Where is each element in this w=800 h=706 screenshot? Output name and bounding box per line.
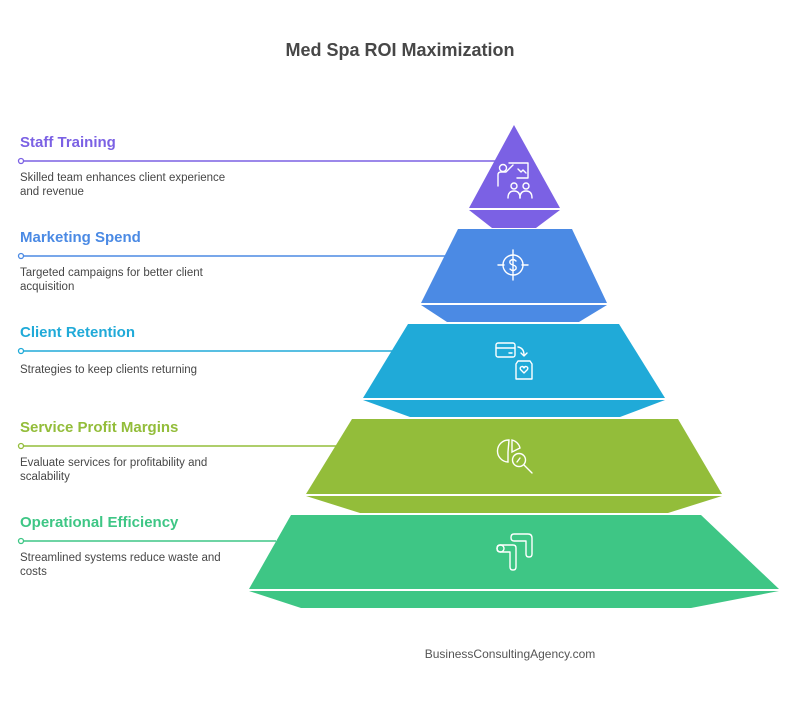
tier-description: Skilled team enhances client experience … (20, 172, 226, 198)
dollar-target-icon (497, 249, 529, 281)
leader-lines (17, 157, 500, 545)
tier-heading: Client Retention (20, 324, 135, 341)
tier-front-face (469, 125, 560, 208)
diagram-title: Med Spa ROI Maximization (285, 40, 515, 60)
tier-front-face (363, 324, 665, 398)
tier-under-face (249, 591, 779, 608)
tier-heading: Operational Efficiency (20, 514, 179, 531)
tier-under-face (306, 496, 722, 513)
leader-dot-client-retention (17, 347, 25, 355)
tier-under-face (421, 305, 607, 322)
tier-description: Targeted campaigns for better client acq… (20, 267, 203, 293)
tier-description: Evaluate services for profitability and … (20, 457, 208, 483)
tier-under-face (363, 400, 665, 417)
footer-source: BusinessConsultingAgency.com (424, 647, 596, 661)
card-to-bag-heart-icon (495, 342, 533, 380)
tier-front-face (249, 515, 779, 589)
tier-description: Streamlined systems reduce waste and cos… (20, 552, 221, 578)
leader-dot-marketing-spend (17, 252, 25, 260)
tier-description: Strategies to keep clients returning (20, 364, 198, 376)
tier-client-retention (363, 324, 665, 417)
tier-under-face (469, 210, 560, 228)
presentation-team-icon (497, 162, 533, 199)
tier-staff-training (469, 125, 560, 228)
leader-dot-staff-training (17, 157, 25, 165)
tier-operational-efficiency (249, 515, 779, 608)
leader-dot-service-profit-margins (17, 442, 25, 450)
tier-heading: Staff Training (20, 134, 116, 151)
tier-service-profit-margins (306, 419, 722, 513)
tier-heading: Marketing Spend (20, 229, 141, 246)
pie-chart-search-icon (496, 439, 533, 474)
pipes-flow-icon (496, 533, 533, 571)
leader-dot-operational-efficiency (17, 537, 25, 545)
tier-heading: Service Profit Margins (20, 419, 179, 436)
